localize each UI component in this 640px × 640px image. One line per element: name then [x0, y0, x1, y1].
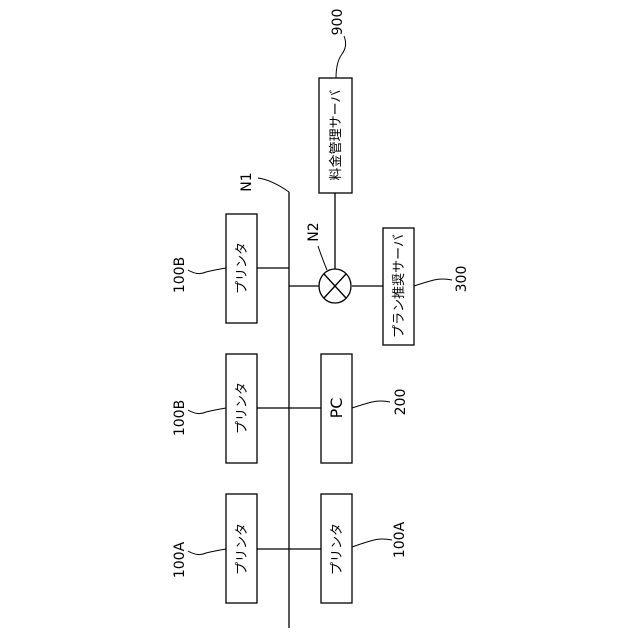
ref-300: 300: [454, 266, 470, 293]
pc-label: PC: [327, 398, 346, 419]
n2-label: N2: [306, 222, 322, 241]
printer-label-right: プリンタ: [330, 523, 345, 575]
printer-label-mid: プリンタ: [235, 382, 250, 434]
ref-100a-right: 100A: [392, 521, 408, 558]
plan-server-label: プラン推奨サーバ: [392, 234, 407, 338]
fee-server-label: 料金管理サーバ: [328, 90, 344, 181]
printer-right-leader: [352, 539, 392, 547]
ref-100b-mid: 100B: [172, 400, 188, 436]
printer-bottom-leader: [188, 549, 226, 555]
printer-mid-leader: [188, 408, 226, 414]
ref-100b-top: 100B: [172, 257, 188, 293]
printer-top-leader: [188, 268, 226, 274]
n2-leader: [318, 246, 327, 270]
ref-200: 200: [393, 389, 409, 416]
n1-leader: [258, 178, 289, 192]
ref-900: 900: [330, 9, 346, 36]
pc-leader: [352, 401, 390, 408]
printer-label-top: プリンタ: [235, 242, 250, 294]
fee-server-leader: [336, 36, 346, 78]
plan-server-leader: [414, 279, 452, 286]
ref-100a-left: 100A: [172, 541, 188, 578]
n1-label: N1: [239, 172, 255, 191]
printer-label-bottom: プリンタ: [235, 523, 250, 575]
